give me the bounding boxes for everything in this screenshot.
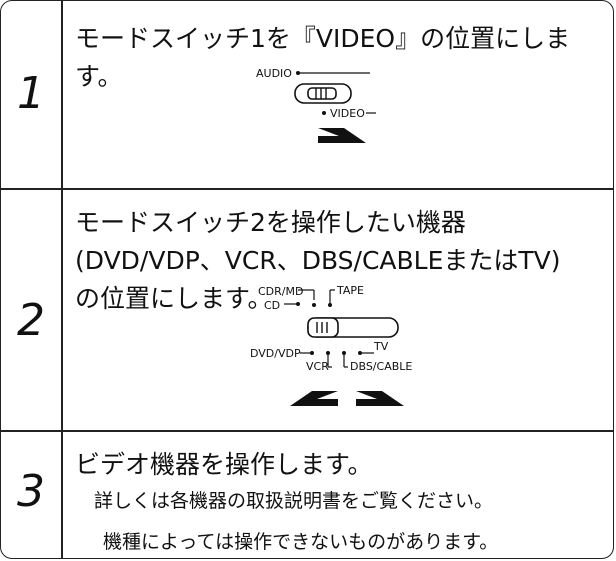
dbs-cable-label: DBS/CABLE	[350, 360, 412, 373]
step-3-note-1: 詳しくは各機器の取扱説明書をご覧ください。	[94, 490, 494, 512]
step-1-line-1: モードスイッチ1を『VIDEO』の位置にしま	[75, 24, 571, 53]
switch-2-knob	[307, 317, 339, 338]
audio-label: AUDIO	[256, 67, 292, 80]
cdr-md-label: CDR/MD	[258, 285, 303, 298]
mode-switch-1-diagram: AUDIO VIDEO	[256, 67, 376, 143]
step-number-2: 2	[17, 295, 45, 346]
step-3-line-1: ビデオ機器を操作します。	[75, 450, 373, 479]
vcr-label: VCR	[306, 360, 329, 373]
arrow-right-icon	[356, 391, 404, 406]
tv-label: TV	[373, 340, 389, 353]
step-2-line-2: (DVD/VDP、VCR、DBS/CABLEまたはTV)	[75, 246, 561, 275]
cd-label: CD	[264, 299, 280, 312]
step-1-line-2: す。	[75, 62, 123, 91]
step-2-line-3: の位置にします。	[75, 284, 273, 313]
dvd-vdp-label: DVD/VDP	[250, 347, 301, 360]
mode-switch-2-diagram: CDR/MD CD TAPE DVD/VDP TV VCR DBS/CABLE	[250, 284, 412, 406]
tape-label: TAPE	[336, 284, 364, 297]
row-divider-1	[0, 188, 614, 190]
arrow-right-icon	[318, 128, 366, 143]
step-3-note-2: 機種によっては操作できないものがあります。	[103, 531, 499, 553]
step-2-line-1: モードスイッチ2を操作したい機器	[75, 208, 466, 237]
number-column-divider	[61, 0, 63, 559]
switch-knob	[307, 87, 337, 100]
step-number-1: 1	[17, 68, 45, 119]
video-label: VIDEO	[330, 107, 365, 120]
step-number-3: 3	[17, 466, 45, 517]
arrow-left-icon	[290, 391, 338, 406]
row-divider-2	[0, 430, 614, 432]
